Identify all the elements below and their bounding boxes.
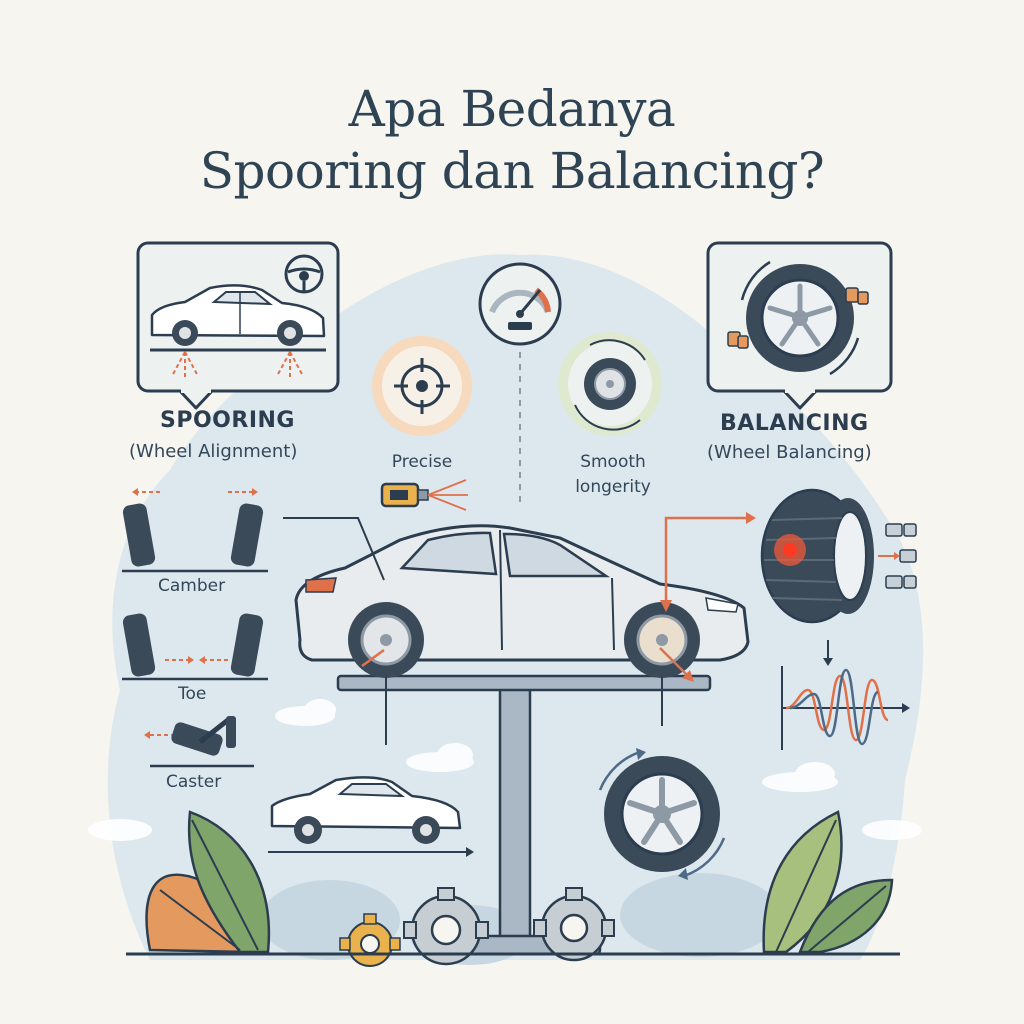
balancing-heading: BALANCING	[720, 411, 869, 436]
spooring-heading: SPOORING	[160, 408, 295, 433]
leaf-icon	[145, 810, 271, 954]
camber-diagram	[122, 488, 268, 573]
toe-diagram	[122, 613, 268, 681]
spooring-subheading: (Wheel Alignment)	[129, 441, 298, 462]
leader-lines	[283, 517, 663, 745]
leaf-icon	[762, 810, 894, 954]
angle-label-caster: Caster	[166, 772, 222, 792]
page-title-line-1: Apa Bedanya	[348, 80, 676, 138]
wheel-icon	[598, 748, 726, 880]
car-icon	[294, 524, 750, 678]
gauge-icon	[478, 262, 562, 346]
steering-wheel-icon	[284, 254, 324, 294]
spooring-panel	[136, 241, 340, 410]
page-title-line-2: Spooring dan Balancing?	[199, 142, 825, 200]
car-icon	[150, 284, 326, 346]
vibration-graph	[781, 666, 910, 750]
wheel-icon	[558, 332, 662, 436]
benefit-smooth-label: Smooth	[580, 452, 646, 472]
caster-diagram	[144, 716, 254, 768]
cloud-icon	[88, 699, 922, 841]
car-icon	[268, 776, 474, 857]
sensor-icon	[380, 479, 468, 511]
tire-icon	[746, 264, 854, 372]
weight-icon	[727, 287, 869, 349]
gear-icon	[533, 887, 615, 962]
benefit-precise-label: Precise	[391, 452, 453, 472]
balancing-panel	[706, 241, 893, 410]
lift-icon	[336, 674, 712, 956]
arrow	[361, 516, 746, 677]
gear-icon	[403, 887, 489, 966]
benefit-longevity-label: longerity	[575, 477, 651, 497]
tire-icon	[760, 488, 874, 624]
angle-label-camber: Camber	[158, 576, 226, 596]
balancing-subheading: (Wheel Balancing)	[707, 442, 872, 463]
crosshair-icon	[372, 336, 472, 436]
angle-label-toe: Toe	[178, 684, 207, 704]
